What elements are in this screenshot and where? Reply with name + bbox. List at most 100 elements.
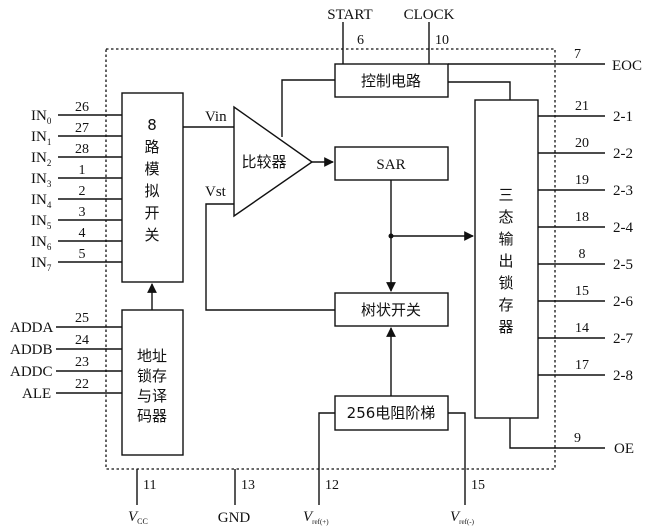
pin-in6: 4 IN6 [31,226,122,252]
control-to-comparator-wire [281,79,335,137]
pin-addc: 23 ADDC [10,355,122,380]
pin-in0: 26 IN0 [31,100,122,126]
pin-label: 2-3 [613,183,633,199]
pin-label: IN6 [31,234,52,252]
pin-label: IN0 [31,108,52,126]
pin-in5: 3 IN5 [31,205,122,231]
pin-label: 2-4 [613,220,633,236]
pin-gnd: 13 GND [218,469,255,526]
pin-oe: 9 OE [509,418,634,457]
address-latch-block [121,309,184,456]
pin-number: 6 [357,33,364,48]
pin-label: 2-5 [613,257,633,273]
latch-label-char: 出 [498,252,513,270]
pin-label: IN2 [31,150,51,168]
addr-label-line: 与译 [137,387,167,405]
pin-label: 2-7 [613,331,633,347]
latch-label-char: 器 [498,318,513,336]
pin-number: 12 [325,478,339,493]
latch-label-char: 输 [498,230,513,248]
pin-in4: 2 IN4 [31,184,122,210]
mux-label-char: 拟 [144,182,159,200]
vin-label: Vin [205,109,227,125]
pin-number: 9 [574,431,581,446]
pin-vref-plus: 12 Vref(+) [303,478,339,526]
pin-number: 1 [79,163,86,178]
pin-out-2-6: 15 2-6 [538,284,633,310]
pin-vref-minus: 15 Vref(-) [450,478,485,526]
pin-number: 19 [575,173,589,188]
vst-wire [205,203,335,311]
pin-label: IN5 [31,213,52,231]
pin-number: 3 [79,205,86,220]
pin-number: 5 [79,247,86,262]
address-latch-label: 地址 锁存 与译 码器 [137,347,167,425]
pin-vcc: 11 VCC [128,469,156,526]
pin-label: ADDB [10,342,53,358]
pin-label: 2-1 [613,109,633,125]
mux-label-char: 开 [144,204,159,222]
addr-label-line: 地址 [137,347,167,365]
mux-label-char: 关 [144,226,159,244]
mux-label-char: 路 [144,138,159,156]
mux-label-char: 模 [144,160,159,178]
tree-switch-block [334,292,449,327]
control-circuit-label: 控制电路 [361,72,421,90]
latch-label-char: 态 [498,208,513,226]
pin-label: ALE [22,386,51,402]
pin-number: 24 [75,333,89,348]
pin-number: 15 [471,478,485,493]
address-pins: 25 ADDA 24 ADDB 23 ADDC 22 ALE [10,311,122,402]
junction-dot [388,233,394,239]
pin-label: OE [614,441,634,457]
pin-label: Vref(+) [303,509,329,526]
pin-number: 15 [575,284,589,299]
comparator-triangle [233,105,314,218]
tristate-latch-block [474,99,539,419]
data-output-pins: 21 2-1 20 2-2 19 2-3 18 2-4 8 2-5 15 2-6 [538,99,633,384]
pin-number: 20 [575,136,589,151]
pin-eoc: 7 EOC [448,47,642,74]
analog-mux-block [121,92,184,283]
addr-label-line: 码器 [137,407,167,425]
pin-label: IN1 [31,129,51,147]
addr-label-line: 锁存 [137,367,167,385]
pin-number: 25 [75,311,89,326]
pin-label: 2-8 [613,368,633,384]
pin-in1: 27 IN1 [31,121,122,147]
pin-label: 2-6 [613,294,633,310]
pin-out-2-2: 20 2-2 [538,136,633,162]
analog-mux-label: 8 路 模 拟 开 关 [144,116,159,244]
pin-label: ADDC [10,364,53,380]
pin-out-2-3: 19 2-3 [538,173,633,199]
pin-label: Vref(-) [450,509,475,526]
vst-label: Vst [205,184,227,200]
pin-number: 4 [79,226,86,241]
pin-in3: 1 IN3 [31,163,122,189]
pin-number: 10 [435,33,449,48]
pin-number: 26 [75,100,89,115]
pin-number: 21 [575,99,589,114]
pin-number: 18 [575,210,589,225]
pin-label: IN7 [31,255,52,273]
pin-out-2-4: 18 2-4 [538,210,633,236]
pin-number: 11 [143,478,156,493]
pin-number: 23 [75,355,89,370]
pin-label: EOC [612,58,642,74]
pin-label: GND [218,510,251,526]
pin-number: 7 [574,47,581,62]
pin-label: CLOCK [404,7,455,23]
tristate-latch-label: 三 态 输 出 锁 存 器 [498,186,513,336]
pin-number: 13 [241,478,255,493]
pin-label: VCC [128,509,148,526]
pin-out-2-1: 21 2-1 [538,99,633,125]
pin-label: START [327,7,372,23]
latch-label-char: 锁 [498,274,513,292]
pin-ale: 22 ALE [22,377,122,402]
pin-number: 22 [75,377,89,392]
analog-input-pins: 26 IN0 27 IN1 28 IN2 1 IN3 2 IN4 3 IN5 [31,100,122,273]
pin-number: 28 [75,142,89,157]
mux-label-char: 8 [147,116,157,134]
control-circuit-block [334,63,449,98]
